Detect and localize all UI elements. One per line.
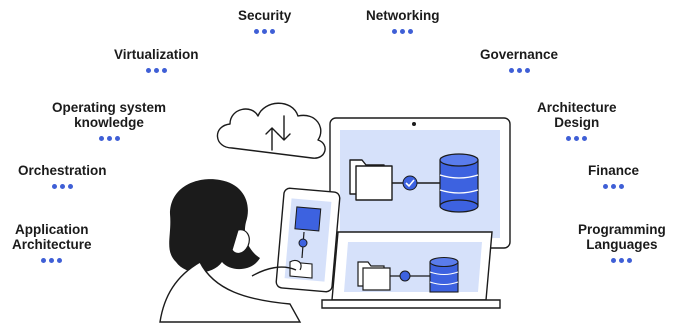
- skill-finance: Finance: [588, 163, 639, 189]
- skill-virtualization: Virtualization: [114, 47, 199, 73]
- dots-indicator: [588, 181, 639, 189]
- dots-indicator: [537, 133, 617, 141]
- checkmark-icon: [402, 175, 418, 191]
- dots-indicator: [578, 255, 666, 263]
- skill-label: Finance: [588, 163, 640, 178]
- dots-indicator: [18, 181, 107, 189]
- dots-indicator: [12, 255, 92, 263]
- database-icon: [439, 153, 479, 213]
- skill-governance: Governance: [480, 47, 558, 73]
- skill-label: Security: [238, 8, 292, 23]
- laptop: [321, 231, 501, 309]
- skill-label: Governance: [480, 47, 559, 62]
- skill-security: Security: [238, 8, 291, 34]
- skill-label: Networking: [366, 8, 440, 23]
- skill-orchestration: Orchestration: [18, 163, 107, 189]
- dots-indicator: [366, 26, 440, 34]
- skill-networking: Networking: [366, 8, 440, 34]
- skill-label: Virtualization: [114, 47, 199, 62]
- dots-indicator: [52, 133, 166, 141]
- dots-indicator: [480, 65, 558, 73]
- dots-indicator: [114, 65, 199, 73]
- cloud-sync-icon: [216, 102, 326, 159]
- skill-label: Orchestration: [18, 163, 107, 178]
- dots-indicator: [238, 26, 291, 34]
- tablet: [275, 187, 341, 293]
- folder-icon: [349, 159, 393, 201]
- woman-illustration: [159, 179, 302, 323]
